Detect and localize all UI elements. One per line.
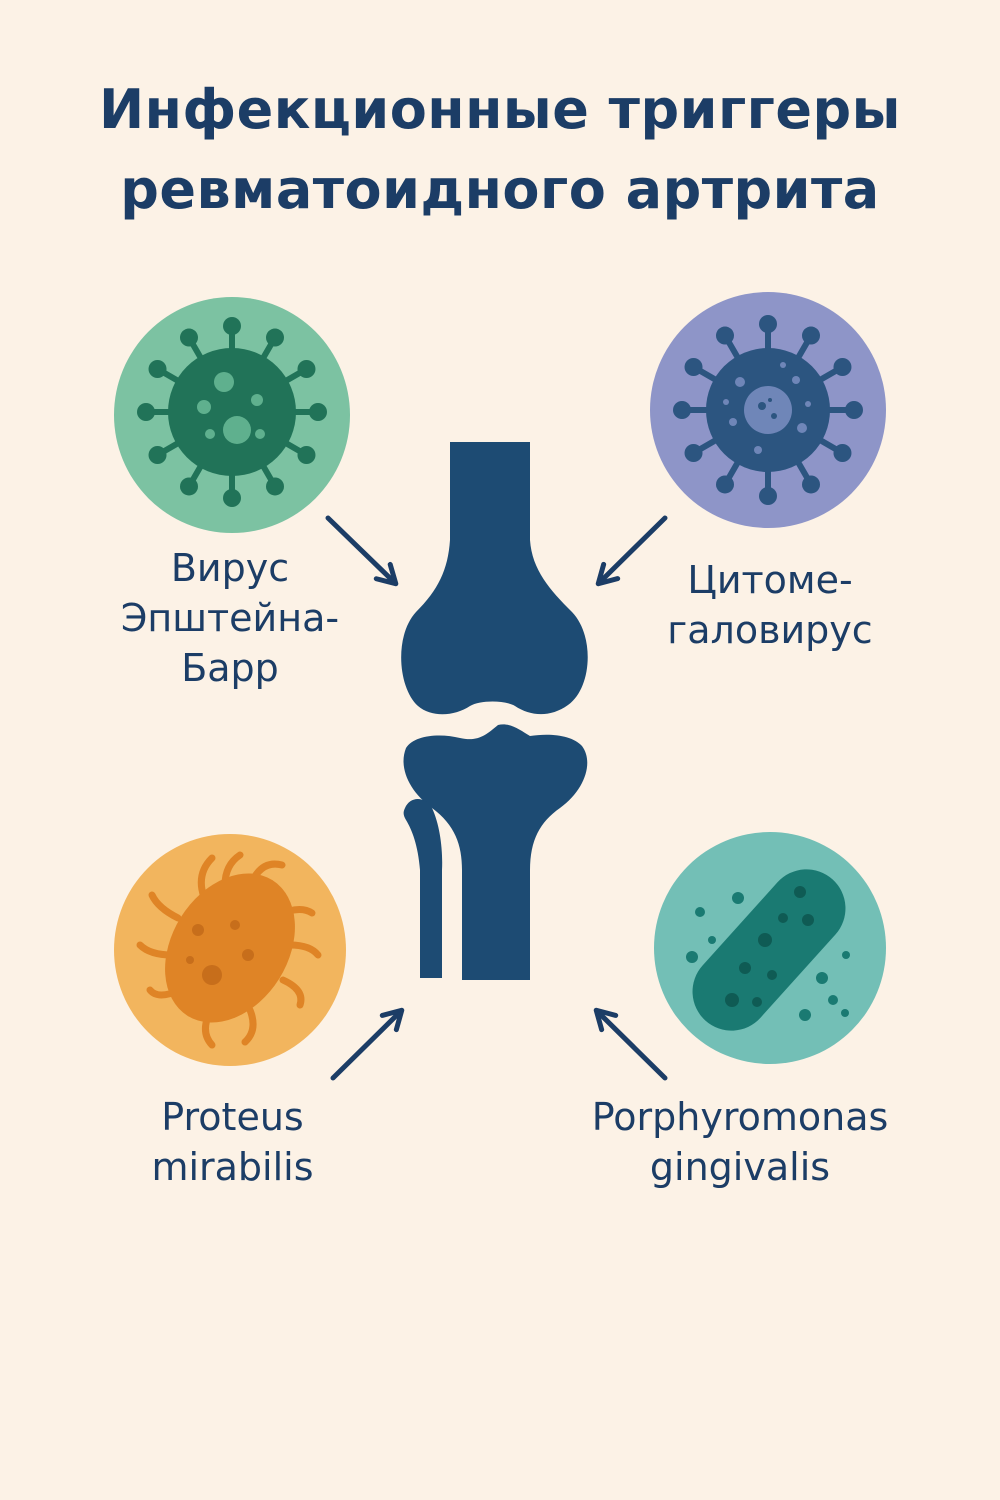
proteus-body bbox=[165, 873, 295, 1023]
bacterium-icon bbox=[686, 869, 850, 1031]
label-cmv-line-2: галовирус bbox=[667, 608, 873, 652]
tibia bbox=[403, 724, 588, 980]
virus-icon bbox=[137, 317, 327, 507]
label-ebv-line-3: Барр bbox=[181, 646, 279, 690]
arrow-proteus-to-joint bbox=[330, 1007, 405, 1081]
porphyromonas-circle bbox=[654, 832, 886, 1064]
bacterium-icon bbox=[136, 851, 322, 1049]
arrow-ebv-to-joint bbox=[325, 515, 399, 587]
label-cmv: Цитоме- галовирус bbox=[640, 555, 900, 655]
label-proteus-line-1: Proteus bbox=[161, 1095, 304, 1139]
label-porphyromonas-line-1: Porphyromonas bbox=[591, 1095, 889, 1139]
label-ebv: Вирус Эпштейна- Барр bbox=[100, 543, 360, 693]
arrow-porphyromonas-to-joint bbox=[593, 1007, 668, 1081]
arrow-cmv-to-joint bbox=[595, 515, 668, 587]
label-proteus-line-2: mirabilis bbox=[151, 1145, 314, 1189]
knee-joint-icon bbox=[401, 442, 588, 980]
virus-icon bbox=[673, 315, 863, 505]
title-line-2: ревматоидного артрита bbox=[120, 158, 880, 221]
label-porphyromonas: Porphyromonas gingivalis bbox=[555, 1092, 925, 1192]
proteus-circle bbox=[114, 834, 346, 1066]
fibula bbox=[403, 799, 443, 978]
cmv-circle bbox=[650, 292, 886, 528]
label-ebv-line-2: Эпштейна- bbox=[120, 596, 340, 640]
label-cmv-line-1: Цитоме- bbox=[687, 558, 853, 602]
label-ebv-line-1: Вирус bbox=[170, 546, 290, 590]
page-title: Инфекционные триггеры ревматоидного артр… bbox=[0, 70, 1000, 230]
label-porphyromonas-line-2: gingivalis bbox=[649, 1145, 831, 1189]
ebv-circle bbox=[114, 297, 350, 533]
porphyromonas-body bbox=[692, 869, 846, 1031]
title-line-1: Инфекционные триггеры bbox=[98, 78, 902, 141]
label-proteus: Proteus mirabilis bbox=[100, 1092, 365, 1192]
femur bbox=[401, 442, 588, 715]
